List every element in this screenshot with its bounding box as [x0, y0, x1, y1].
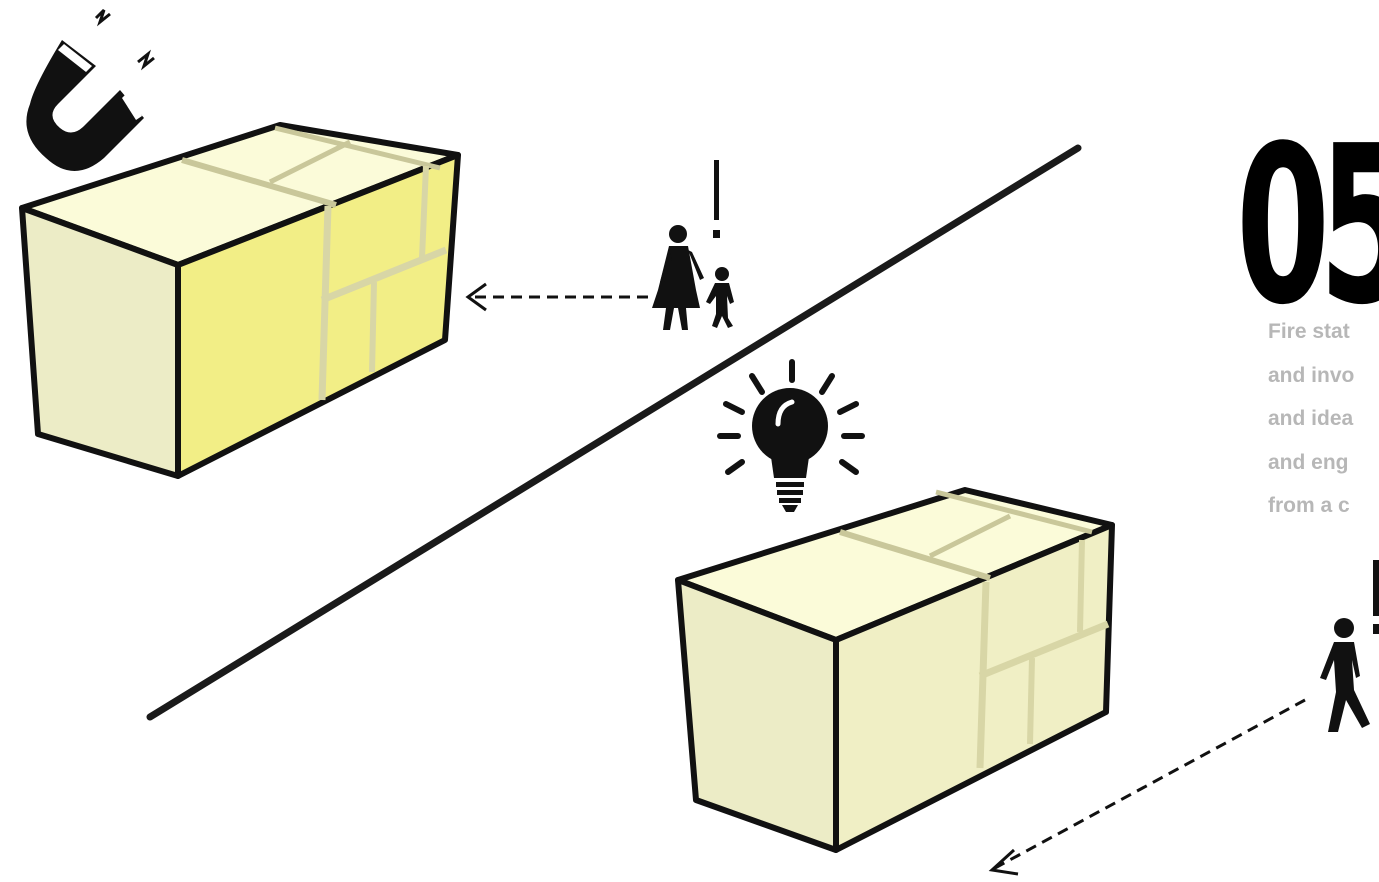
arrow-down-left: [988, 698, 1306, 876]
caption-line: Fire stat: [1268, 320, 1350, 343]
lower-box: [675, 487, 1115, 853]
arrow-left-upper: [465, 282, 648, 312]
caption-line: from a c: [1268, 494, 1350, 517]
step-number: 05: [1236, 100, 1379, 353]
caption-line: and invo: [1268, 363, 1355, 387]
exclamation-icon: [713, 160, 720, 238]
caption-text: Fire stat and invo and idea and eng from…: [1268, 310, 1354, 528]
caption-line: and eng: [1268, 450, 1349, 474]
lightbulb-icon: [717, 359, 865, 512]
exclamation-icon-right: [1373, 560, 1379, 634]
woman-icon: [652, 225, 704, 330]
magnet-icon: [26, 8, 155, 171]
walking-person-icon: [1320, 618, 1370, 732]
upper-box: [19, 122, 461, 479]
child-icon: [706, 267, 734, 328]
caption-line: and idea: [1268, 407, 1354, 430]
divider-line: [146, 144, 1082, 721]
